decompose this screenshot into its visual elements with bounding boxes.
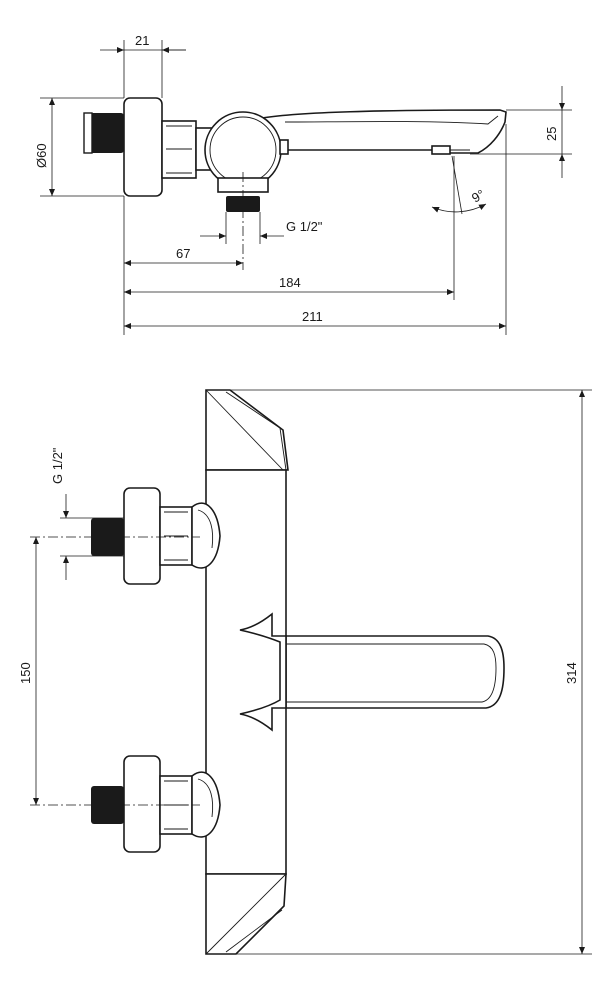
- front-view: G 1/2" 150 314: [18, 389, 592, 955]
- dim-overall-width-label: 314: [564, 662, 579, 684]
- bottom-outlet-top: [217, 172, 269, 270]
- dim-spout-outlet-label: 184: [279, 275, 301, 290]
- dim-diameter-label: Ø60: [34, 143, 49, 168]
- dim-flange-width-label: 21: [135, 33, 149, 48]
- dim-top-thread-label: G 1/2": [286, 219, 323, 234]
- dim-spout-angle-label: 9°: [469, 186, 487, 205]
- dim-front-thread-label: G 1/2": [50, 447, 65, 484]
- mixer-body-front: [205, 389, 289, 955]
- dim-inlet-spacing-label: 150: [18, 662, 33, 684]
- threaded-inlet-top: [83, 112, 124, 154]
- spout-top: [261, 109, 507, 154]
- lever-handle-front: [285, 635, 505, 709]
- lower-inlet-front: [30, 755, 221, 853]
- upper-inlet-front: [30, 487, 221, 585]
- dim-spout-height-label: 25: [544, 127, 559, 141]
- hex-nut-top: [161, 120, 197, 179]
- top-view: 21 Ø60 25 G 1/2" 67 184 211 9°: [34, 33, 572, 335]
- dim-overall-length-label: 211: [302, 309, 323, 324]
- dim-outlet-offset-label: 67: [176, 246, 190, 261]
- wall-flange-top: [123, 97, 163, 197]
